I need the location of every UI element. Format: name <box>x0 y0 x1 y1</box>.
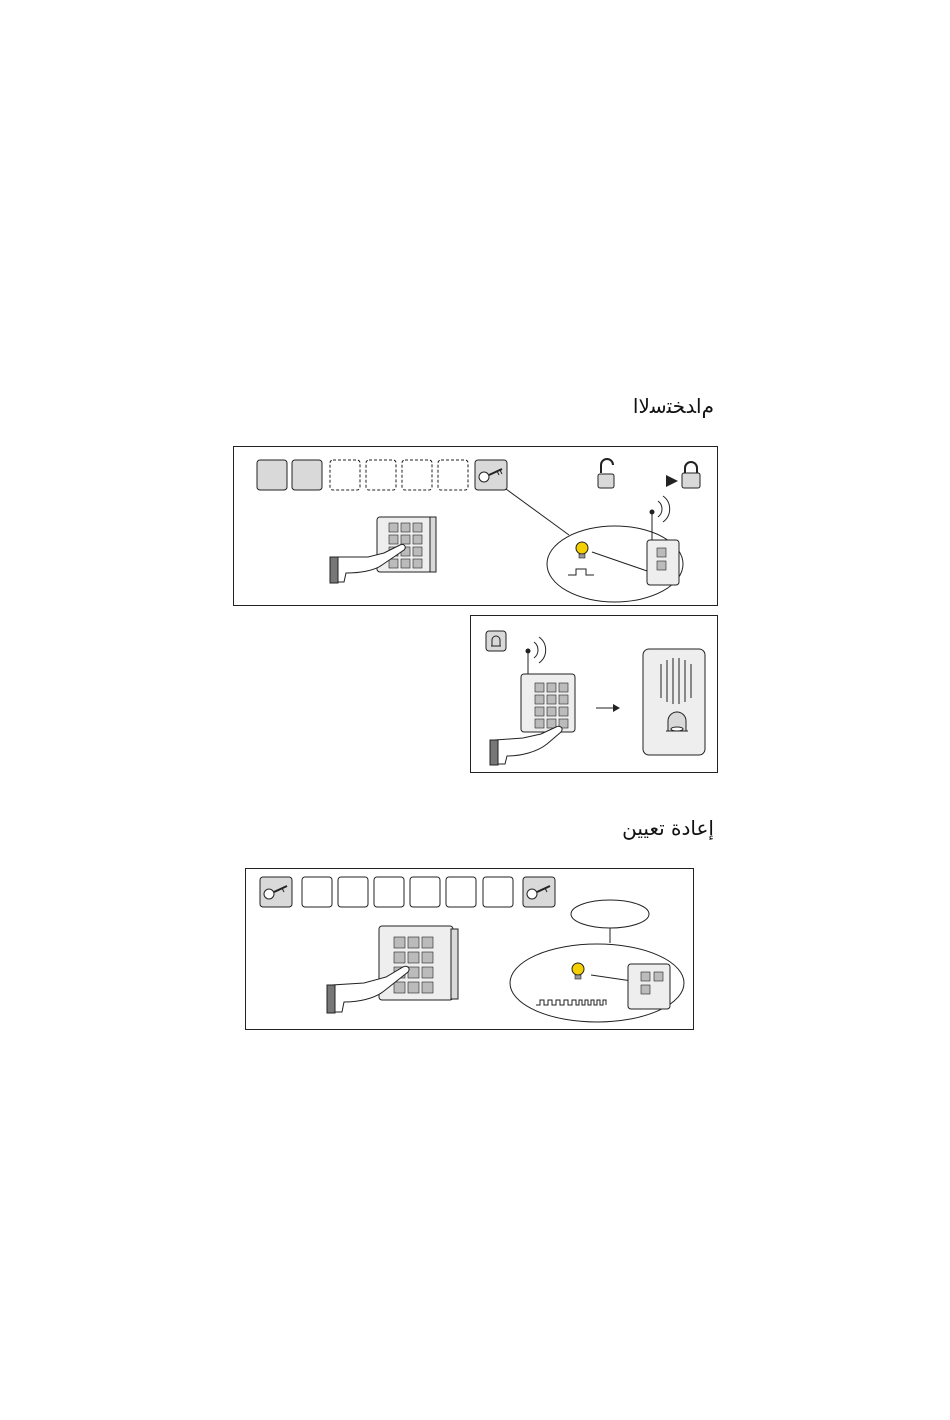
code-box-dashed <box>402 460 432 490</box>
key-icon <box>475 460 507 490</box>
arrow-right-icon <box>596 704 620 712</box>
code-box-empty <box>338 877 368 907</box>
unlocked-padlock-icon <box>598 459 614 488</box>
keypad-device-closeup <box>647 540 679 585</box>
code-box-empty <box>374 877 404 907</box>
keypad-device-closeup <box>628 964 670 1009</box>
reset-code-sequence <box>260 877 555 907</box>
code-box-dashed <box>330 460 360 490</box>
antenna-icon <box>526 637 546 674</box>
usage-heading: ﻡﺍﺪﺨﺘﺳﻻﺍ <box>633 394 714 418</box>
key-icon <box>260 877 292 907</box>
empty-label-bubble <box>571 900 649 928</box>
code-box-empty <box>446 877 476 907</box>
keypad-device <box>521 674 575 732</box>
arrow-right-icon <box>666 475 678 487</box>
reset-heading: إعادة تعيين <box>622 816 714 840</box>
locked-padlock-icon <box>682 462 700 488</box>
code-box-dashed <box>366 460 396 490</box>
code-box-dashed <box>438 460 468 490</box>
code-box-empty <box>410 877 440 907</box>
code-box-empty <box>302 877 332 907</box>
keypad-device <box>379 926 458 1000</box>
code-box-filled <box>257 460 287 490</box>
key-icon <box>523 877 555 907</box>
usage-diagram-panel <box>233 446 718 606</box>
door-chime-icon <box>643 649 705 755</box>
code-box-empty <box>483 877 513 907</box>
bell-diagram-panel <box>470 615 718 773</box>
code-box-filled <box>292 460 322 490</box>
keypad-device <box>377 517 436 572</box>
reset-diagram-panel <box>245 868 694 1030</box>
bell-button-icon <box>486 631 506 651</box>
usage-code-sequence <box>257 460 507 490</box>
